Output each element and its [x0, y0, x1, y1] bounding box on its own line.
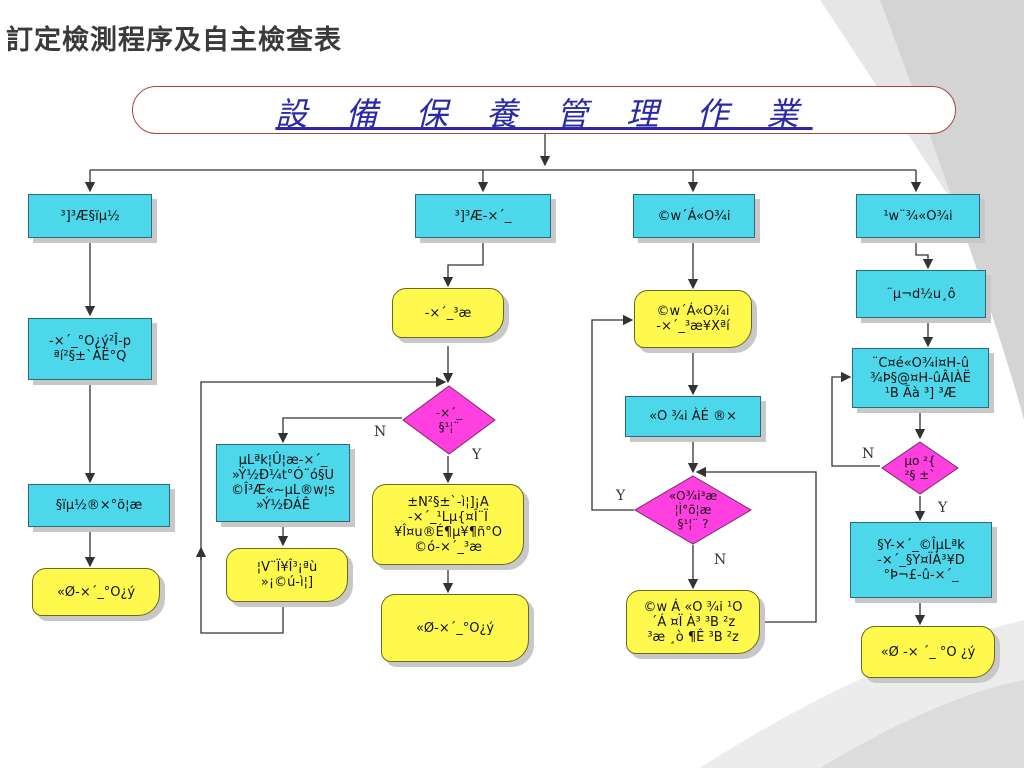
process-box-periodic-maintenance: ©w´Á«O¾i — [633, 194, 755, 238]
label-n-repair: N — [374, 424, 387, 440]
decision-maintenance-complete-text: «O¾i³æ ¦Ì°õ¦æ §¹¦¨ ? — [668, 489, 718, 531]
label-n-abnormal: N — [862, 446, 875, 462]
process-box-repair-record-analysis: -×´_°O¿ý²Î-p ªí²§±`ÀË°Q — [28, 318, 152, 380]
decision-repair-complete: -×´_ §¹¦¨ — [401, 384, 497, 456]
process-box-maintenance-file: «O ¾i ÀÉ ®× — [625, 396, 761, 437]
document-periodic-maintenance-form: ©w´Á«O¾i -×´_³æ¥Xªí — [634, 290, 752, 348]
document-repair-record-3: «Ø -× ´_ °O ¿ý — [861, 626, 995, 678]
document-record-abnormal-cause: ±N²§±`-ì¦]¡A -×´_¹Lµ{¤Î¨Ï ¥Î¤u®É¶µ¥¶ñ°O … — [372, 484, 524, 565]
process-box-equipment-repair: ³]³Æ-×´_ — [415, 194, 551, 238]
document-repair-record-2: «Ø-×´_°O¿ý — [381, 594, 529, 662]
process-box-external-support: µLªk¦Û¦æ-×´_ »Ý½Ð¼t°Ó¨ó§U ©Î³Æ«~µL®w¦s »… — [216, 444, 350, 522]
page-title: 訂定檢測程序及自主檢查表 — [6, 25, 342, 56]
process-box-equipment-improvement: ³]³Æ§ïµ½ — [28, 194, 152, 238]
decision-abnormal-found: µo ²{ ²§ ±` — [880, 440, 960, 496]
label-y-abnormal: Y — [938, 500, 948, 516]
document-explain-to-user: ¦V¨Ï¥Î³¡ªù »¡©ú-ì¦] — [226, 548, 348, 602]
label-y-repair: Y — [472, 447, 482, 463]
label-n-maintenance: N — [714, 552, 727, 568]
document-repair-form: -×´_³æ — [392, 288, 504, 338]
banner: 設 備 保 養 管 理 作 業 — [132, 86, 956, 134]
decision-repair-complete-text: -×´_ §¹¦¨ — [435, 406, 463, 434]
process-box-daily-check: ¨C¤é«O¾i¤H-û ¾Þ§@¤H-ûÂIÀË ¹B Ãà ³] ³Æ — [852, 348, 989, 408]
process-box-immediate-repair: §Y-×´_©ÎµLªk -×´_§Y¤ÏÀ³¥D °Þ¬£-û-×´_ — [850, 522, 992, 598]
label-y-maintenance: Y — [616, 488, 626, 504]
document-overdue-handling: ©w Á «O ¾i ¹O ´Á ¤Ï À³ ³B ²z ³æ ¸ò ¶Ê ³B… — [626, 590, 760, 654]
decision-abnormal-found-text: µo ²{ ²§ ±` — [904, 454, 936, 482]
process-box-improvement-execution: §ïµ½®×°õ¦æ — [28, 484, 170, 527]
process-box-line-inspection: ¨µ¬d½u¸ô — [856, 270, 986, 318]
document-repair-record-1: «Ø-×´_°O¿ý — [32, 568, 160, 616]
process-box-preventive-maintenance: ¹w¨¾«O¾i — [856, 194, 980, 238]
banner-text: 設 備 保 養 管 理 作 業 — [275, 95, 813, 133]
decision-maintenance-complete: «O¾i³æ ¦Ì°õ¦æ §¹¦¨ ? — [633, 474, 753, 546]
